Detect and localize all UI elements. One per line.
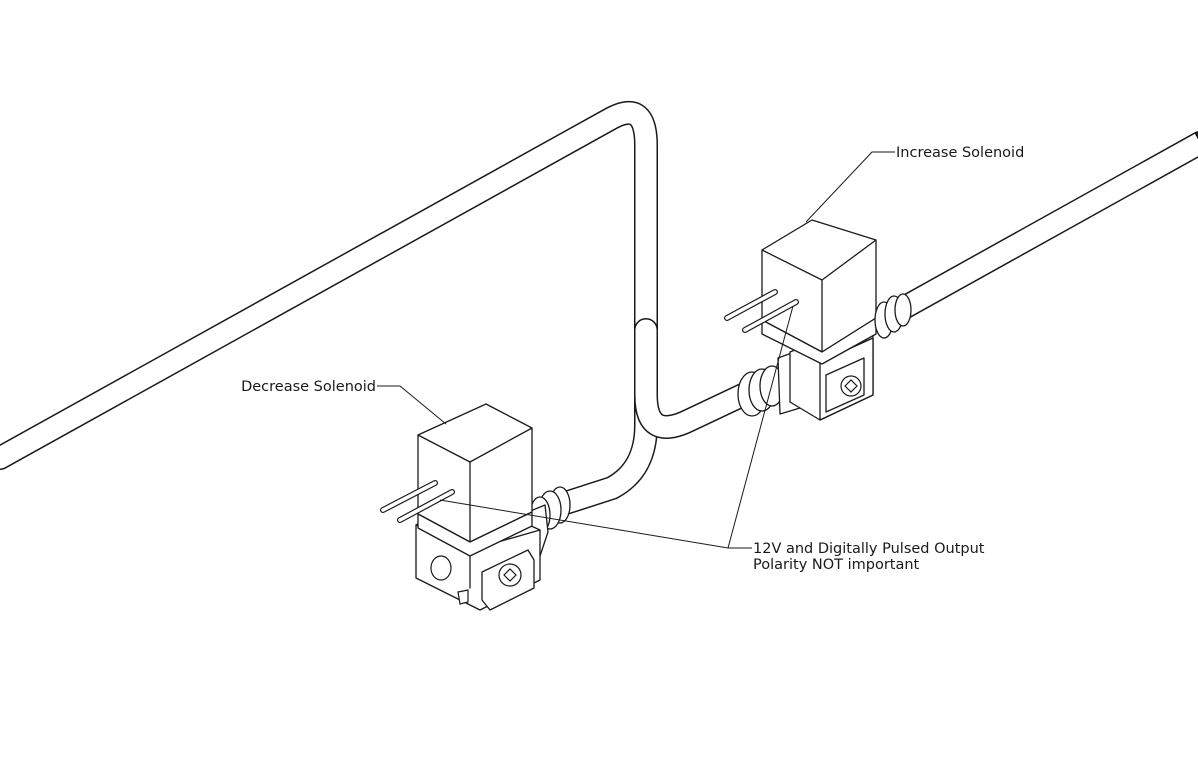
tube-right <box>888 131 1198 322</box>
increase-coil <box>761 219 877 365</box>
tube-left-loop <box>0 101 658 520</box>
leader-increase <box>805 151 895 223</box>
tubing <box>0 101 1198 520</box>
decrease-pins <box>380 480 455 523</box>
label-increase-solenoid: Increase Solenoid <box>896 145 1024 161</box>
label-output-line1: 12V and Digitally Pulsed Output <box>753 541 985 557</box>
label-output-line2: Polarity NOT important <box>753 557 920 573</box>
increase-pins <box>724 289 799 333</box>
labels: Increase Solenoid Decrease Solenoid 12V … <box>241 145 1024 573</box>
increase-right-fitting <box>874 293 912 339</box>
label-decrease-solenoid: Decrease Solenoid <box>241 379 376 395</box>
decrease-coil <box>417 403 533 557</box>
increase-solenoid <box>724 219 912 421</box>
decrease-solenoid <box>380 403 571 611</box>
leader-lines <box>377 151 895 549</box>
leader-decrease <box>377 385 447 425</box>
leader-output-to-increase <box>727 305 794 549</box>
tube-middle <box>634 318 757 439</box>
increase-valve-body <box>789 324 874 421</box>
